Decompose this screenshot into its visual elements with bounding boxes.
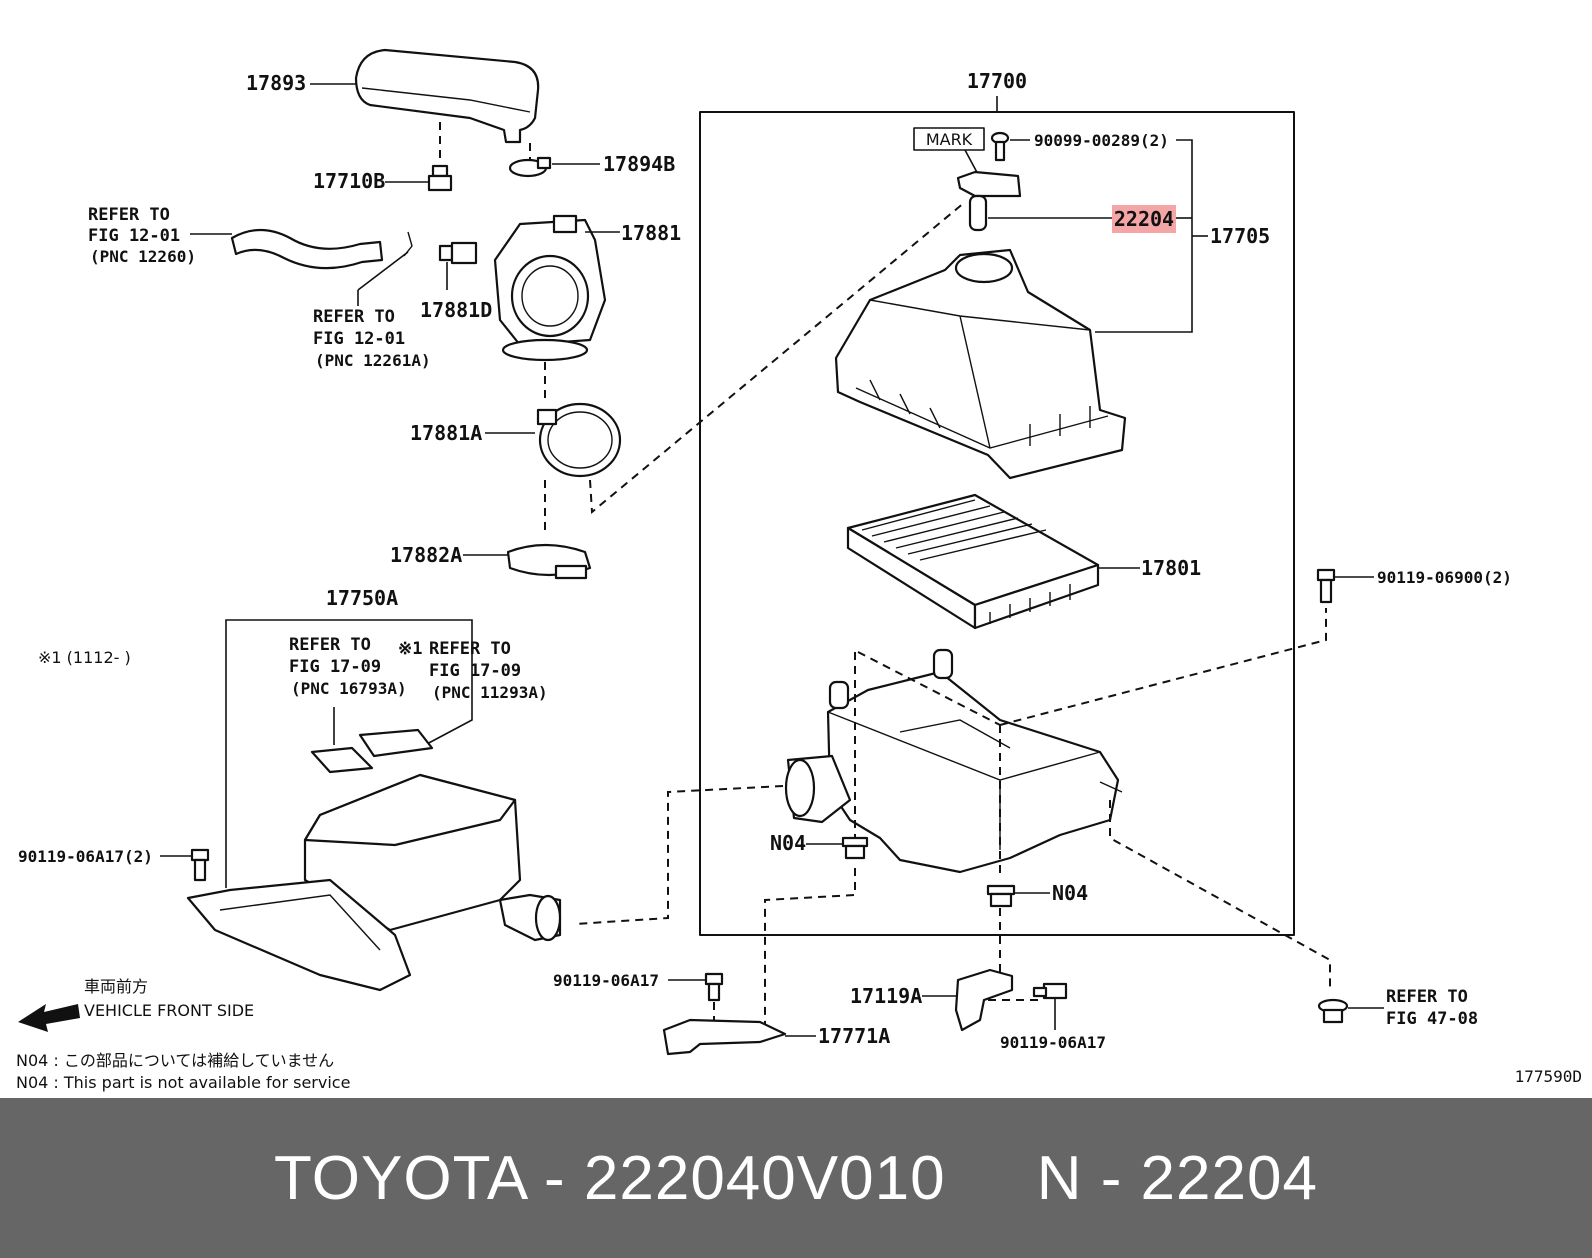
label-17705: 17705 (1210, 224, 1270, 248)
bolt-90119-06a17-2 (190, 848, 210, 882)
label-90119-06a17-b: 90119-06A17 (1000, 1033, 1106, 1052)
ref4-line3: (PNC 11293A) (432, 683, 548, 702)
mark-label: MARK (926, 130, 973, 149)
label-90099: 90099-00289(2) (1034, 131, 1169, 150)
front-label-jp: 車両前方 (84, 977, 148, 996)
ref1-line2: FIG 12-01 (88, 226, 180, 246)
air-cleaner-case (784, 648, 1123, 874)
label-17894b: 17894B (603, 152, 675, 176)
bolt-90119-06a17-a (704, 972, 724, 1002)
label-n04-right: N04 (1052, 881, 1088, 905)
clamp-17894b (508, 156, 552, 178)
highlight-22204 (1112, 205, 1176, 233)
n04-note-en: N04 : This part is not available for ser… (16, 1073, 350, 1092)
bracket-17119a (954, 968, 1014, 1032)
air-inlet-17750a (186, 773, 562, 992)
ref4-prefix: ※1 (398, 639, 422, 659)
n04-note-jp: N04 : この部品については補給していません (16, 1051, 334, 1070)
label-17882a: 17882A (390, 543, 462, 567)
footer-banner: TOYOTA - 222040V010 N - 22204 (0, 1098, 1592, 1258)
label-17710b: 17710B (313, 169, 385, 193)
footer-part-number: TOYOTA - 222040V010 N - 22204 (274, 1143, 1318, 1213)
hose-clamp-17881a (536, 402, 622, 478)
bracket-17771a (662, 1018, 787, 1056)
label-90119-06900: 90119-06900(2) (1377, 568, 1512, 587)
ref3-line3: (PNC 16793A) (291, 679, 407, 698)
ref4-line1: REFER TO (429, 639, 511, 659)
ref2-line3: (PNC 12261A) (315, 351, 431, 370)
ref1-line3: (PNC 12260) (90, 247, 196, 266)
mark-box (913, 127, 985, 151)
clip-fig-47-08 (1317, 998, 1349, 1024)
front-label-en: VEHICLE FRONT SIDE (84, 1001, 254, 1020)
air-cleaner-cap-17705 (834, 248, 1127, 480)
ref1-line1: REFER TO (88, 205, 170, 225)
ref2-line1: REFER TO (313, 307, 395, 327)
label-sticker-1 (310, 746, 374, 774)
ref3-line2: FIG 17-09 (289, 657, 381, 677)
label-17893: 17893 (246, 71, 306, 95)
figure-id: 177590D (1515, 1067, 1582, 1086)
ref3-line1: REFER TO (289, 635, 371, 655)
resonator-cover-17893 (354, 48, 540, 144)
label-sticker-2 (358, 728, 434, 758)
label-17881: 17881 (621, 221, 681, 245)
range-note: ※1 (1112- ) (38, 648, 131, 667)
bolt-90119-06a17-b (1032, 982, 1068, 1000)
grommet-n04-right (986, 884, 1016, 908)
label-17881d: 17881D (420, 298, 492, 322)
label-22204: 22204 (1114, 207, 1174, 231)
label-17801: 17801 (1141, 556, 1201, 580)
label-90119-06a17-a: 90119-06A17 (553, 971, 659, 990)
label-17881a: 17881A (410, 421, 482, 445)
front-arrow-icon (18, 1004, 80, 1032)
ref5-line2: FIG 47-08 (1386, 1009, 1478, 1029)
ref4-line2: FIG 17-09 (429, 661, 521, 681)
nipple-17881d (438, 241, 478, 265)
label-17771a: 17771A (818, 1024, 890, 1048)
ref5-line1: REFER TO (1386, 987, 1468, 1007)
hose-clamp-17882a (506, 543, 592, 580)
breather-hose (230, 228, 384, 270)
label-90119-06a17-2: 90119-06A17(2) (18, 847, 153, 866)
bolt-90119-06900-2 (1316, 568, 1336, 604)
parts-diagram: 17700 17893 17710B 17894B 17881 17881D (16, 48, 1582, 1092)
filter-element-17801 (846, 493, 1100, 630)
label-17119a: 17119A (850, 984, 922, 1008)
grommet-n04-left (841, 836, 869, 860)
screw-90099-00289 (990, 131, 1010, 162)
label-17750a: 17750A (326, 586, 398, 610)
grommet-17710b (427, 164, 453, 192)
label-17700: 17700 (967, 69, 1027, 93)
label-n04-left: N04 (770, 831, 806, 855)
intake-connector-17881 (493, 214, 607, 362)
diagram-canvas: 17700 17893 17710B 17894B 17881 17881D (16, 48, 1582, 1092)
mass-air-flow-sensor-22204 (956, 170, 1022, 232)
ref2-line2: FIG 12-01 (313, 329, 405, 349)
